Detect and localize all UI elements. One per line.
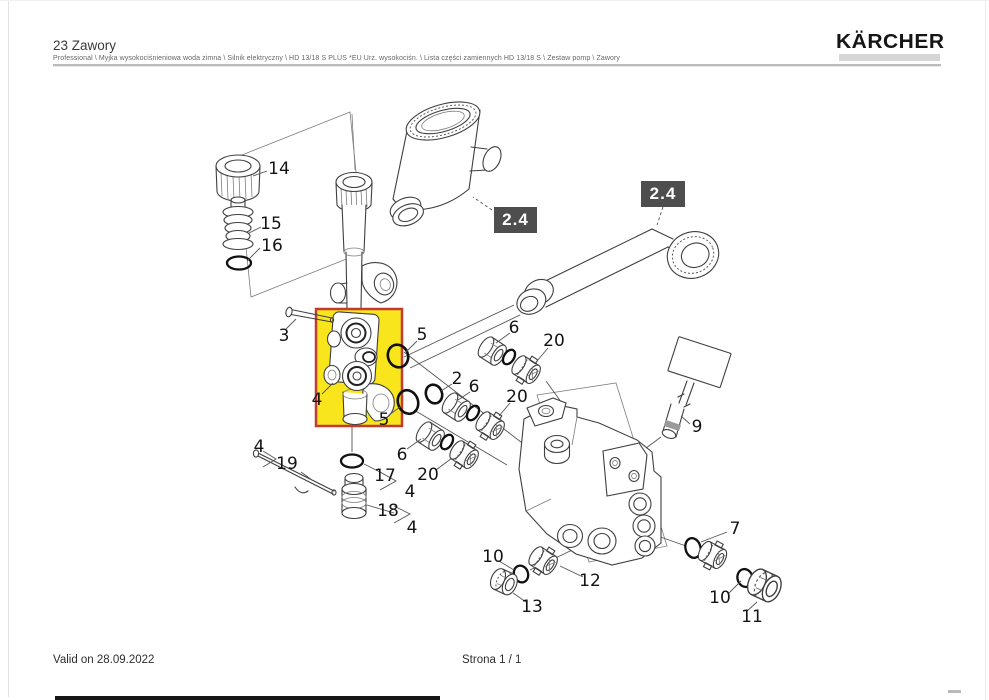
part-label-20: 20 bbox=[543, 331, 565, 351]
scan-edge-left bbox=[8, 0, 9, 697]
part-label-11: 11 bbox=[741, 607, 763, 627]
valid-date: Valid on 28.09.2022 bbox=[53, 654, 155, 666]
part-label-20: 20 bbox=[506, 387, 528, 407]
part-label-4: 4 bbox=[253, 437, 265, 457]
o-ring-part16 bbox=[225, 255, 253, 271]
central-valve-tube bbox=[329, 171, 398, 309]
part-label-2: 2 bbox=[451, 369, 463, 389]
sleeve-part18 bbox=[341, 472, 367, 520]
valve-group-7-11 bbox=[684, 535, 786, 606]
o-ring-part17 bbox=[339, 453, 365, 469]
part-label-15: 15 bbox=[260, 214, 282, 234]
pump-housing bbox=[518, 397, 662, 566]
part-label-12: 12 bbox=[579, 571, 601, 591]
part-label-16: 16 bbox=[261, 236, 283, 256]
part-label-10: 10 bbox=[709, 588, 731, 608]
section-badge-2.4[interactable]: 2.4 bbox=[641, 181, 685, 207]
high-pressure-tube bbox=[516, 206, 720, 315]
part-label-4: 4 bbox=[404, 482, 416, 502]
part-label-9: 9 bbox=[691, 417, 703, 437]
kaercher-logo: KÄRCHER bbox=[836, 30, 945, 53]
part-label-20: 20 bbox=[417, 465, 439, 485]
section-badge-2.4[interactable]: 2.4 bbox=[494, 207, 537, 233]
part-label-4: 4 bbox=[406, 518, 418, 538]
part-label-14: 14 bbox=[268, 159, 290, 179]
part-label-4: 4 bbox=[311, 390, 323, 410]
page-number: Strona 1 / 1 bbox=[462, 654, 522, 666]
header-divider bbox=[53, 64, 941, 67]
page-title: 23 Zawory bbox=[53, 38, 117, 53]
part-label-18: 18 bbox=[377, 501, 399, 521]
scan-edge-top bbox=[0, 0, 989, 1]
o-rings bbox=[386, 343, 444, 416]
valve-housing-part4 bbox=[323, 311, 395, 426]
scan-artifact bbox=[948, 690, 961, 693]
callout-leaders bbox=[246, 170, 758, 613]
part-label-3: 3 bbox=[278, 326, 290, 346]
valve-group-12-13 bbox=[486, 540, 563, 598]
rod-part19 bbox=[252, 449, 337, 496]
part-label-6: 6 bbox=[468, 377, 480, 397]
part-label-13: 13 bbox=[521, 597, 543, 617]
part-label-19: 19 bbox=[276, 454, 298, 474]
hose-nipple-part15 bbox=[222, 196, 254, 251]
kaercher-logo-bar bbox=[839, 54, 940, 61]
part-label-17: 17 bbox=[374, 466, 396, 486]
cap-nut-part14 bbox=[215, 154, 261, 202]
scan-edge-right bbox=[985, 0, 986, 700]
part-label-5: 5 bbox=[416, 325, 428, 345]
plunger-part9 bbox=[661, 336, 732, 440]
part-label-7: 7 bbox=[729, 519, 741, 539]
scan-bottom-bar bbox=[55, 696, 440, 700]
part-label-6: 6 bbox=[396, 445, 408, 465]
part-label-6: 6 bbox=[508, 318, 520, 338]
pump-head-cylinder bbox=[389, 101, 502, 227]
pin-part3 bbox=[285, 306, 335, 323]
part-label-10: 10 bbox=[482, 547, 504, 567]
breadcrumb: Professional \ Myjka wysokociśnieniowa w… bbox=[53, 55, 620, 62]
part-label-5: 5 bbox=[378, 410, 390, 430]
